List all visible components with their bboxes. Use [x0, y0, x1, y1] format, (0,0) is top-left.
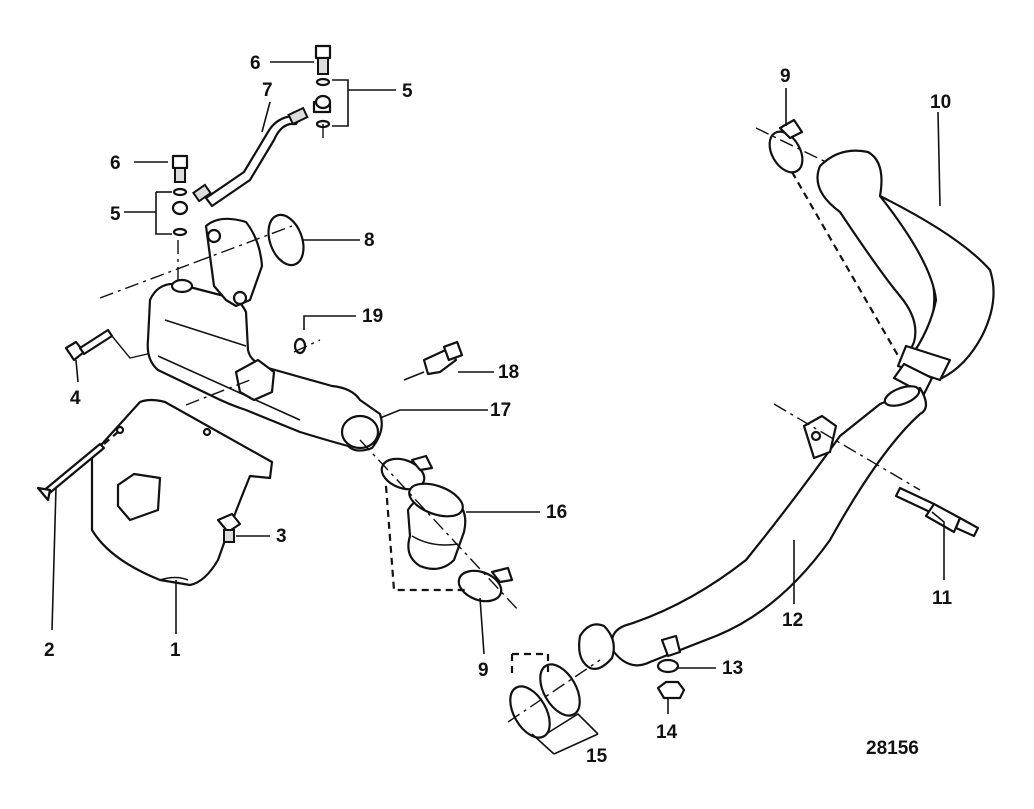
callout-3: 3 — [276, 526, 287, 547]
callout-2: 2 — [44, 640, 55, 661]
callout-6-top: 6 — [250, 53, 261, 74]
callout-1: 1 — [170, 640, 181, 661]
banjo-bolt-top — [314, 44, 332, 140]
o-ring — [267, 213, 305, 267]
callout-5-right: 5 — [402, 81, 413, 102]
hose-clamp-upper — [380, 454, 434, 491]
callout-17: 17 — [490, 400, 511, 421]
callout-11: 11 — [932, 588, 953, 609]
callout-14: 14 — [656, 722, 678, 743]
hose-coupler — [406, 482, 467, 571]
callout-6-left: 6 — [110, 153, 121, 174]
heat-shield — [90, 398, 274, 587]
callout-12: 12 — [782, 610, 803, 631]
fitting-tube — [192, 100, 332, 208]
callout-8: 8 — [364, 230, 375, 251]
hose-clamp-right — [768, 118, 804, 174]
stud — [894, 486, 980, 538]
callout-18: 18 — [498, 362, 519, 383]
callout-9-left: 9 — [478, 660, 489, 681]
callout-7: 7 — [262, 80, 273, 101]
small-bolt — [216, 512, 242, 543]
rubber-hose — [816, 149, 995, 382]
nut-14 — [656, 680, 686, 700]
callout-9-right: 9 — [780, 66, 791, 87]
o-ring-pair — [509, 663, 581, 739]
callout-4: 4 — [70, 388, 81, 409]
hose-clamp-lower — [457, 566, 514, 603]
banjo-bolt-left — [171, 154, 189, 237]
callout-16: 16 — [546, 502, 567, 523]
exhaust-elbow — [146, 217, 383, 452]
callout-15: 15 — [586, 746, 608, 767]
temperature-sensor — [403, 340, 464, 381]
callout-13: 13 — [722, 658, 743, 679]
figure-number: 28156 — [866, 738, 919, 759]
callout-5-left: 5 — [110, 204, 121, 225]
washer-13 — [656, 658, 680, 674]
water-tube — [578, 385, 928, 670]
callout-10: 10 — [930, 92, 951, 113]
long-screw — [36, 431, 119, 502]
washer — [293, 337, 321, 355]
callout-19: 19 — [362, 306, 383, 327]
leader-lines — [51, 61, 945, 755]
manifold-bolt — [64, 328, 157, 362]
